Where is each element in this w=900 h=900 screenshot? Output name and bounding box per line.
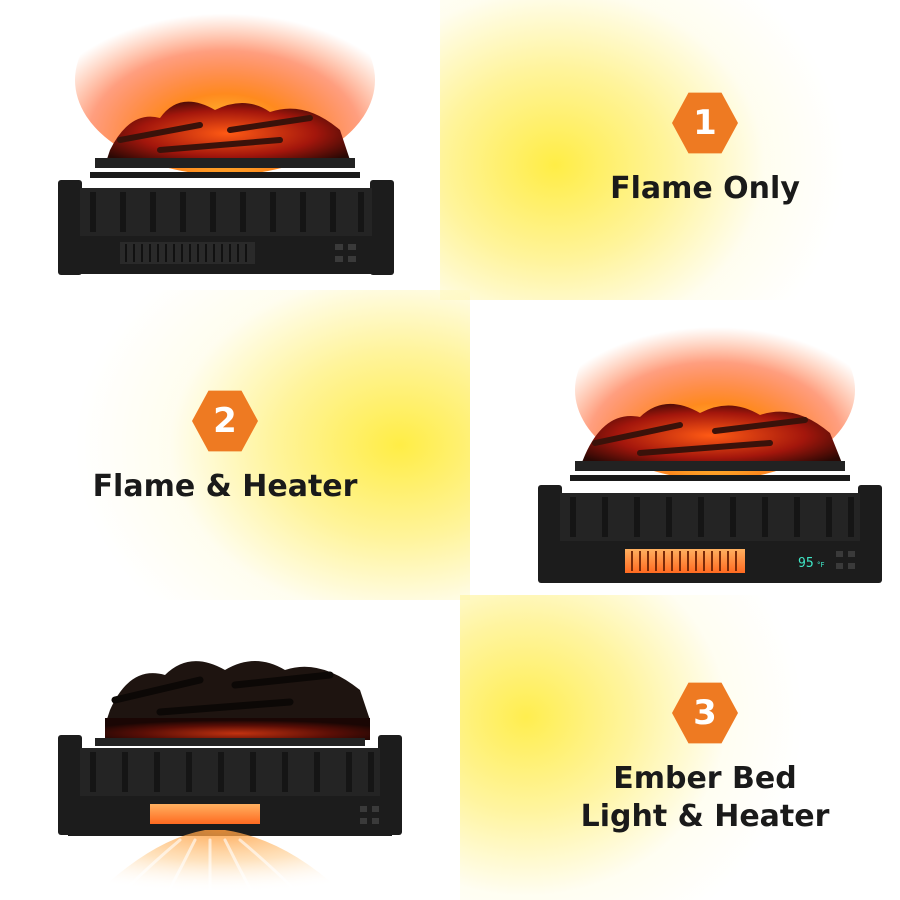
fireplace-3-illustration	[58, 661, 402, 900]
mode-3-label: 3 Ember Bed Light & Heater	[570, 680, 840, 836]
temperature-unit: °F	[817, 561, 825, 569]
fireplace-ember-bed-and-heater	[50, 640, 410, 900]
fireplace-2-illustration: 95 °F	[538, 300, 882, 583]
mode-1-number: 1	[693, 103, 717, 143]
ember-bed-glow	[105, 718, 370, 740]
hexagon-badge-icon: 3	[672, 682, 738, 744]
mode-2-number: 2	[213, 401, 237, 441]
heater-element-glow	[150, 804, 260, 824]
mode-3-title-line-2: Light & Heater	[580, 799, 830, 834]
heat-wave-icon	[90, 830, 350, 900]
mode-2-title: Flame & Heater	[92, 469, 358, 504]
fireplace-flame-and-heater: 95 °F	[530, 300, 890, 590]
mode-2-label: 2 Flame & Heater	[80, 388, 370, 506]
mode-3-title-line-1: Ember Bed	[613, 761, 797, 796]
hexagon-badge-icon: 1	[672, 92, 738, 154]
heater-element-glow	[625, 549, 745, 573]
fireplace-1-illustration	[58, 0, 394, 275]
mode-3-number: 3	[693, 693, 717, 733]
mode-1-label: 1 Flame Only	[595, 90, 815, 208]
hexagon-badge-icon: 2	[192, 390, 258, 452]
temperature-display: 95	[798, 556, 814, 571]
fireplace-flame-only	[50, 0, 400, 280]
mode-1-title: Flame Only	[610, 171, 800, 206]
